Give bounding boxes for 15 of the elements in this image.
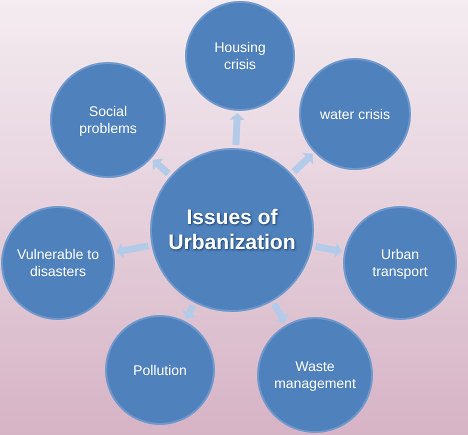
node-label: Social problems bbox=[78, 103, 138, 137]
node-label: Waste management bbox=[273, 358, 357, 392]
node-label: water crisis bbox=[318, 106, 391, 122]
arrow bbox=[291, 152, 314, 174]
arrow bbox=[271, 302, 289, 323]
arrow bbox=[314, 242, 342, 258]
arrow bbox=[152, 158, 171, 176]
node-label: Pollution bbox=[132, 362, 188, 378]
node-label: Urban transport bbox=[371, 246, 429, 280]
arrow bbox=[116, 242, 150, 259]
node-label: Housing crisis bbox=[213, 39, 267, 73]
node-label: Issues of Urbanization bbox=[167, 205, 297, 255]
node-label: Vulnerable to disasters bbox=[16, 246, 100, 280]
arrow bbox=[229, 112, 246, 146]
arrow bbox=[182, 304, 196, 320]
